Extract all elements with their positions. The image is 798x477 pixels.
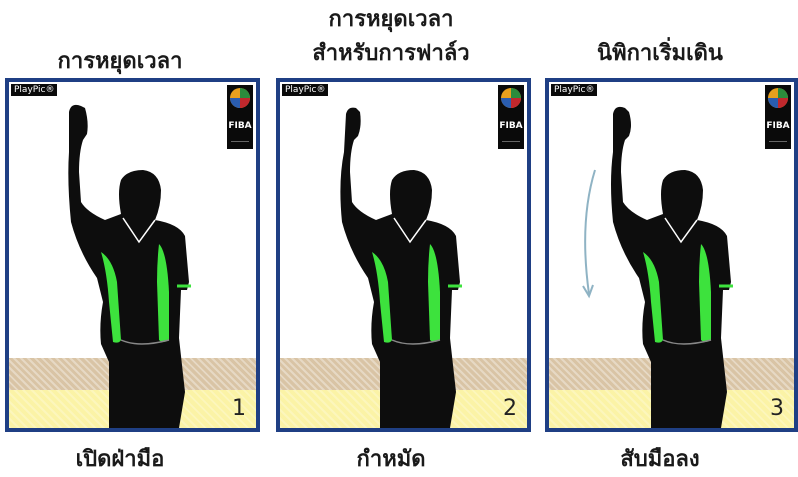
panel-number: 1 xyxy=(232,396,246,421)
fiba-globe-icon xyxy=(767,87,789,109)
panel-number: 3 xyxy=(770,396,784,421)
fiba-badge: FIBA xyxy=(227,85,253,149)
fiba-globe-icon xyxy=(500,87,522,109)
playpic-watermark: PlayPic® xyxy=(11,84,57,96)
playpic-watermark: PlayPic® xyxy=(551,84,597,96)
playpic-watermark: PlayPic® xyxy=(282,84,328,96)
fiba-badge: FIBA xyxy=(765,85,791,149)
signal-card: PlayPic® FIBA 3 xyxy=(545,78,798,432)
fiba-badge: FIBA xyxy=(498,85,524,149)
fiba-globe-icon xyxy=(229,87,251,109)
panel-caption: เปิดฝ่ามือ xyxy=(0,446,240,474)
signal-panel-2: การหยุดเวลา สำหรับการฟาล์ว PlayPic® xyxy=(271,0,511,477)
fiba-label: FIBA xyxy=(498,121,524,131)
panel-title-line-1: การหยุดเวลา xyxy=(271,6,511,34)
signal-card: PlayPic® FIBA 2 xyxy=(276,78,531,432)
motion-arrow xyxy=(585,170,595,294)
panel-title-line-2: สำหรับการฟาล์ว xyxy=(271,40,511,68)
panel-title: นิพิกาเริ่มเดิน xyxy=(540,40,780,68)
fiba-divider xyxy=(231,141,249,142)
panel-caption: สับมือลง xyxy=(540,446,780,474)
panel-title: การหยุดเวลา xyxy=(0,48,240,76)
signal-card: PlayPic® FIBA 1 xyxy=(5,78,260,432)
fiba-label: FIBA xyxy=(227,121,253,131)
referee-figure xyxy=(549,82,794,428)
panel-caption: กำหมัด xyxy=(271,446,511,474)
fiba-divider xyxy=(769,141,787,142)
signal-panel-1: การหยุดเวลา PlayPic® FIBA xyxy=(0,0,240,477)
referee-figure xyxy=(9,82,256,428)
referee-figure xyxy=(280,82,527,428)
panel-number: 2 xyxy=(503,396,517,421)
fiba-divider xyxy=(502,141,520,142)
signal-panel-3: นิพิกาเริ่มเดิน PlayPic® xyxy=(540,0,780,477)
fiba-label: FIBA xyxy=(765,121,791,131)
